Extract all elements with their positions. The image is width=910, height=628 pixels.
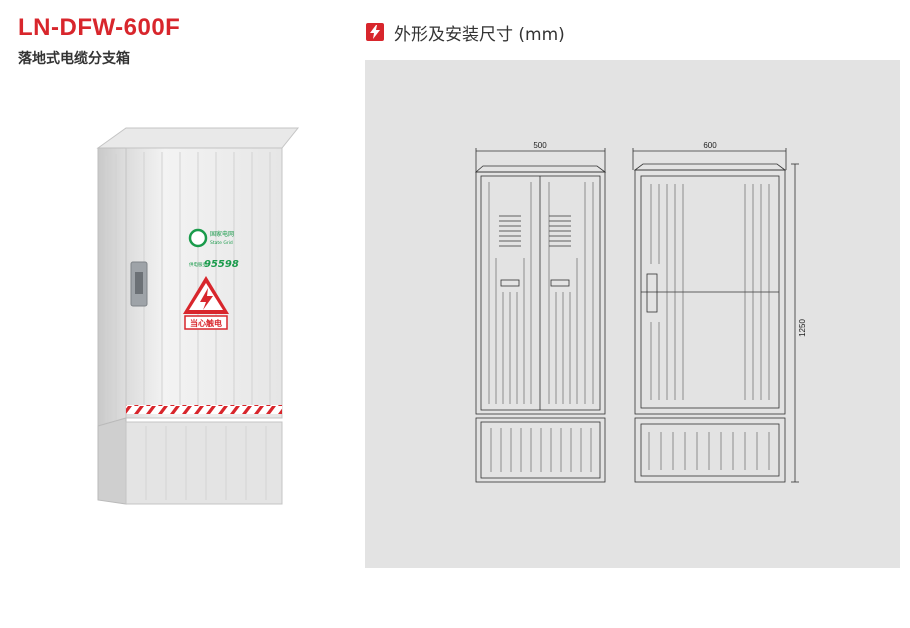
section-heading-text: 外形及安装尺寸 (mm) <box>394 24 565 45</box>
dimension-drawing: 500 <box>474 141 807 483</box>
photo-warning-label: 当心触电 <box>190 318 222 328</box>
photo-hotline: 95598 <box>204 259 239 270</box>
section-heading: 外形及安装尺寸 (mm) <box>366 20 565 45</box>
dimension-height: 1250 <box>798 319 807 337</box>
dimension-drawing-panel: 500 <box>365 60 900 568</box>
product-photo: 国家电网 State Grid 供电服务 95598 当心触电 <box>86 126 306 506</box>
photo-logo-sub: State Grid <box>210 240 233 246</box>
lightning-icon <box>366 23 384 41</box>
dimension-front-width: 500 <box>533 141 547 150</box>
product-model-title: LN-DFW-600F <box>18 14 181 41</box>
photo-hotline-label: 供电服务 <box>189 261 207 268</box>
photo-logo-text: 国家电网 <box>210 230 234 238</box>
dimension-side-width: 600 <box>703 141 717 150</box>
product-subtitle: 落地式电缆分支箱 <box>18 51 130 67</box>
